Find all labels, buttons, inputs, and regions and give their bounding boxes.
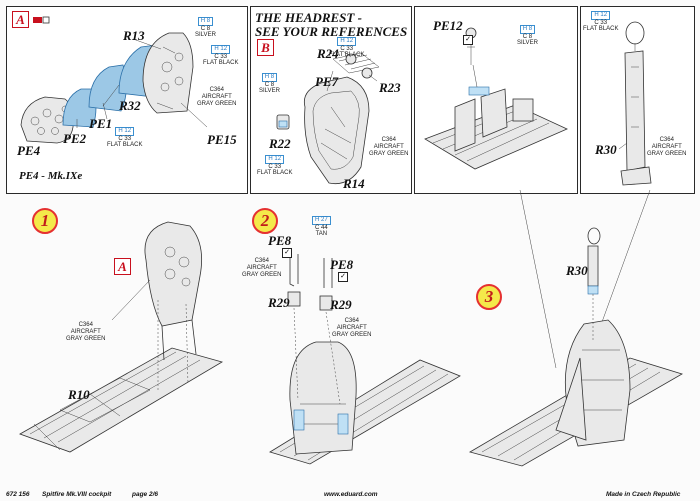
color-callout-aircraft-gray-green: C364 AIRCRAFT GRAY GREEN [647, 137, 687, 157]
step-3-drawing [468, 189, 683, 467]
panel-a-drawing [20, 32, 208, 144]
step-2-number: 2 [252, 208, 278, 234]
color-callout-aircraft-gray-green: C364 AIRCRAFT GRAY GREEN [369, 137, 409, 157]
color-callout-flat-black: H 12 C 33 FLAT BLACK [583, 11, 619, 33]
footer-kit-title: Spitfire Mk.VIII cockpit [42, 491, 112, 498]
part-r13: R13 [123, 28, 145, 43]
part-pe8-left: PE8 [268, 233, 292, 248]
part-pe4: PE4 [17, 143, 41, 158]
step-1-subassembly-a-badge: A [114, 258, 131, 275]
panel-d-r30: R30 H 12 C 33 FLAT BLACK C364 AIRCRAFT G… [580, 6, 695, 194]
color-callout-aircraft-gray-green: C364 AIRCRAFT GRAY GREEN [66, 322, 106, 342]
panel-a-badge: A [12, 11, 29, 28]
color-callout-flat-black: H 12 C 33 FLAT BLACK [329, 37, 365, 59]
panel-b-drawing [276, 50, 380, 185]
panel-c-seat-detail: PE12 ✓ H 8 C 8 SILVER [414, 6, 578, 194]
footer-website-link[interactable]: www.eduard.com [324, 491, 378, 498]
panel-b-headrest: THE HEADREST - SEE YOUR REFERENCES B R24… [250, 6, 412, 194]
part-pe8-right: PE8 [330, 257, 354, 272]
panel-a: A R13 [6, 6, 248, 194]
part-r23: R23 [379, 80, 401, 95]
part-r22: R22 [269, 136, 291, 151]
step-3-number: 3 [476, 284, 502, 310]
part-pe2: PE2 [63, 131, 87, 146]
color-callout-flat-black: H 12 C 33 FLAT BLACK [203, 45, 239, 67]
color-callout-silver: H 8 C 8 SILVER [517, 25, 538, 47]
color-callout-silver: H 8 C 8 SILVER [259, 73, 280, 95]
bend-check-icon: ✓ [338, 272, 348, 282]
color-callout-flat-black-2: H 12 C 33 FLAT BLACK [257, 155, 293, 177]
part-r24: R24 [317, 46, 339, 61]
color-callout-silver: H 8 C 8 SILVER [195, 17, 216, 39]
color-callout-aircraft-gray-green: C364 AIRCRAFT GRAY GREEN [242, 258, 282, 278]
footer-origin: Made in Czech Republic [606, 491, 681, 498]
color-callout-aircraft-gray-green: C364 AIRCRAFT GRAY GREEN [197, 87, 237, 107]
color-callout-flat-black-2: H 12 C 33 FLAT BLACK [107, 127, 143, 149]
step-1-drawing [19, 221, 224, 453]
panel-b-badge: B [257, 39, 274, 56]
step-2-drawing [269, 254, 461, 465]
page-footer: 672 156 Spitfire Mk.VIII cockpit page 2/… [0, 489, 700, 501]
part-r10: R10 [68, 387, 90, 402]
part-r29-right: R29 [330, 297, 352, 312]
bend-check-icon: ✓ [282, 248, 292, 258]
step-1-number: 1 [32, 208, 58, 234]
bend-check-icon: ✓ [463, 35, 473, 45]
part-pe7: PE7 [315, 74, 339, 89]
part-r30-step3: R30 [566, 263, 588, 278]
bend-icon [33, 16, 50, 24]
part-pe12: PE12 [433, 18, 463, 33]
color-callout-aircraft-gray-green-2: C364 AIRCRAFT GRAY GREEN [332, 318, 372, 338]
part-r32: R32 [119, 98, 141, 113]
note-pe4-mk-ixe: PE4 - Mk.IXe [19, 170, 83, 182]
color-callout-tan: H 27 C 44 TAN [312, 216, 331, 238]
panel-d-drawing [618, 21, 652, 186]
part-r30: R30 [595, 142, 617, 157]
part-r14: R14 [343, 176, 365, 191]
part-pe15: PE15 [207, 132, 237, 147]
part-r29-left: R29 [268, 295, 290, 310]
footer-kit-code: 672 156 [6, 491, 30, 498]
panel-c-drawing [424, 27, 568, 170]
headrest-title: THE HEADREST - SEE YOUR REFERENCES [255, 10, 408, 39]
footer-page-number: page 2/6 [132, 491, 159, 498]
part-pe1: PE1 [89, 116, 113, 131]
